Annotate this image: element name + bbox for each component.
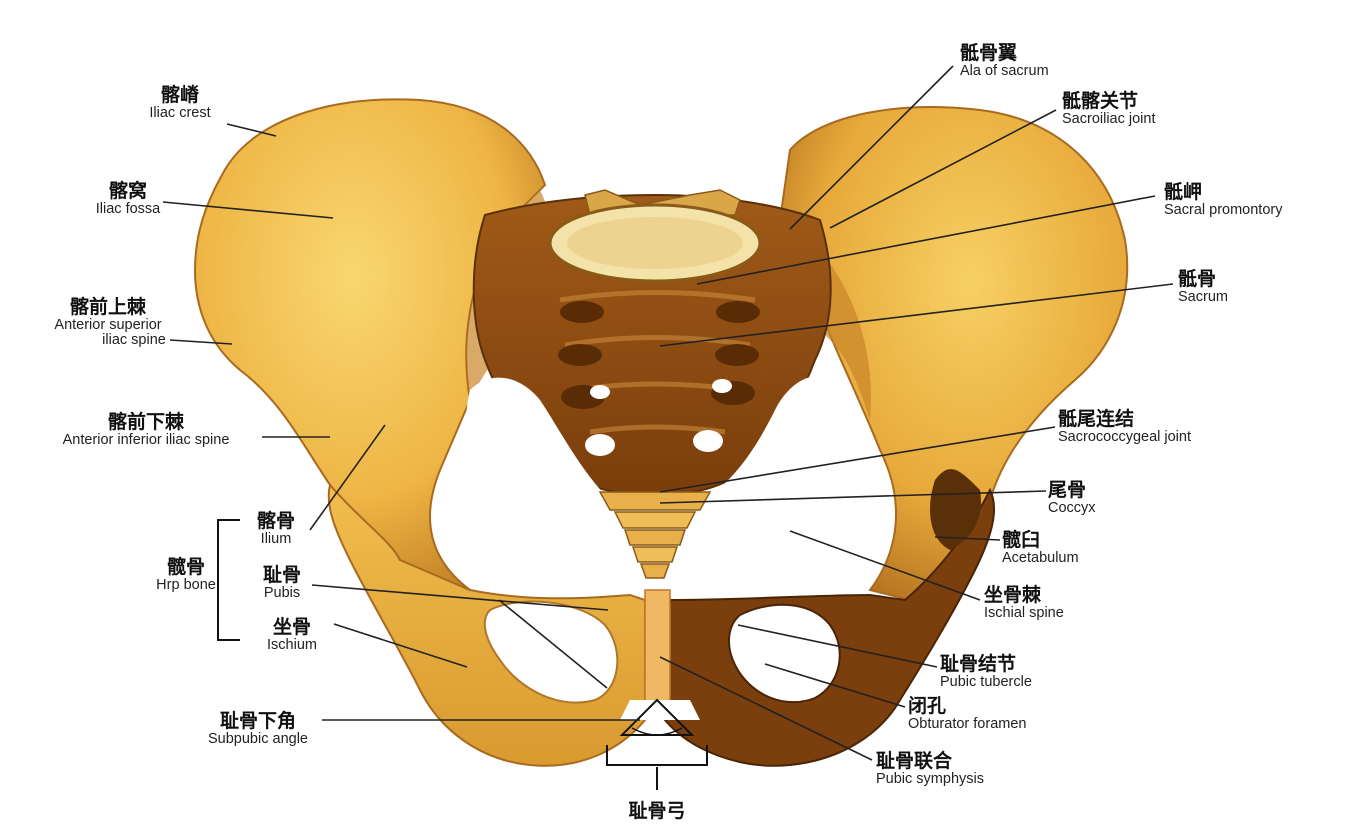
label-iliac-crest: 髂嵴 Iliac crest [149,84,211,121]
label-asis: 髂前上棘 Anterior superior iliac spine [54,296,166,349]
label-ischial-spine: 坐骨棘 Ischial spine [984,584,1064,621]
label-ilium: 髂骨 Ilium [256,510,296,547]
label-ala-of-sacrum: 骶骨翼 Ala of sacrum [960,42,1049,79]
pubic-symphysis-shape [644,589,671,706]
label-pubic-tubercle: 耻骨结节 Pubic tubercle [940,653,1032,690]
coccyx-shape [598,491,712,579]
label-coccyx: 尾骨 Coccyx [1048,479,1096,516]
label-pubic-symphysis: 耻骨联合 Pubic symphysis [876,750,984,787]
label-aiis: 髂前下棘 Anterior inferior iliac spine [62,411,230,448]
leader-lines [162,65,1174,761]
label-sacrum: 骶骨 Sacrum [1178,268,1228,305]
label-sacral-promontory: 骶岬 Sacral promontory [1164,181,1283,218]
label-hip-bone: 髋骨 Hrp bone [156,556,216,593]
label-pubis: 耻骨 Pubis [262,564,302,601]
pubic-arch-bracket [606,745,708,766]
label-sacrococcygeal-joint: 骶尾连结 Sacrococcygeal joint [1058,408,1191,445]
label-ischium: 坐骨 Ischium [267,616,317,653]
hip-bone-bracket [217,519,240,641]
left-ilium [193,98,547,602]
label-acetabulum: 髋臼 Acetabulum [1002,529,1079,566]
label-obturator-foramen: 闭孔 Obturator foramen [908,695,1027,732]
label-iliac-fossa: 髂窝 Iliac fossa [95,180,161,217]
label-subpubic-angle: 耻骨下角 Subpubic angle [208,710,308,747]
label-pubic-arch: 耻骨弓 [628,800,686,822]
label-sacroiliac-joint: 骶髂关节 Sacroiliac joint [1062,90,1156,127]
